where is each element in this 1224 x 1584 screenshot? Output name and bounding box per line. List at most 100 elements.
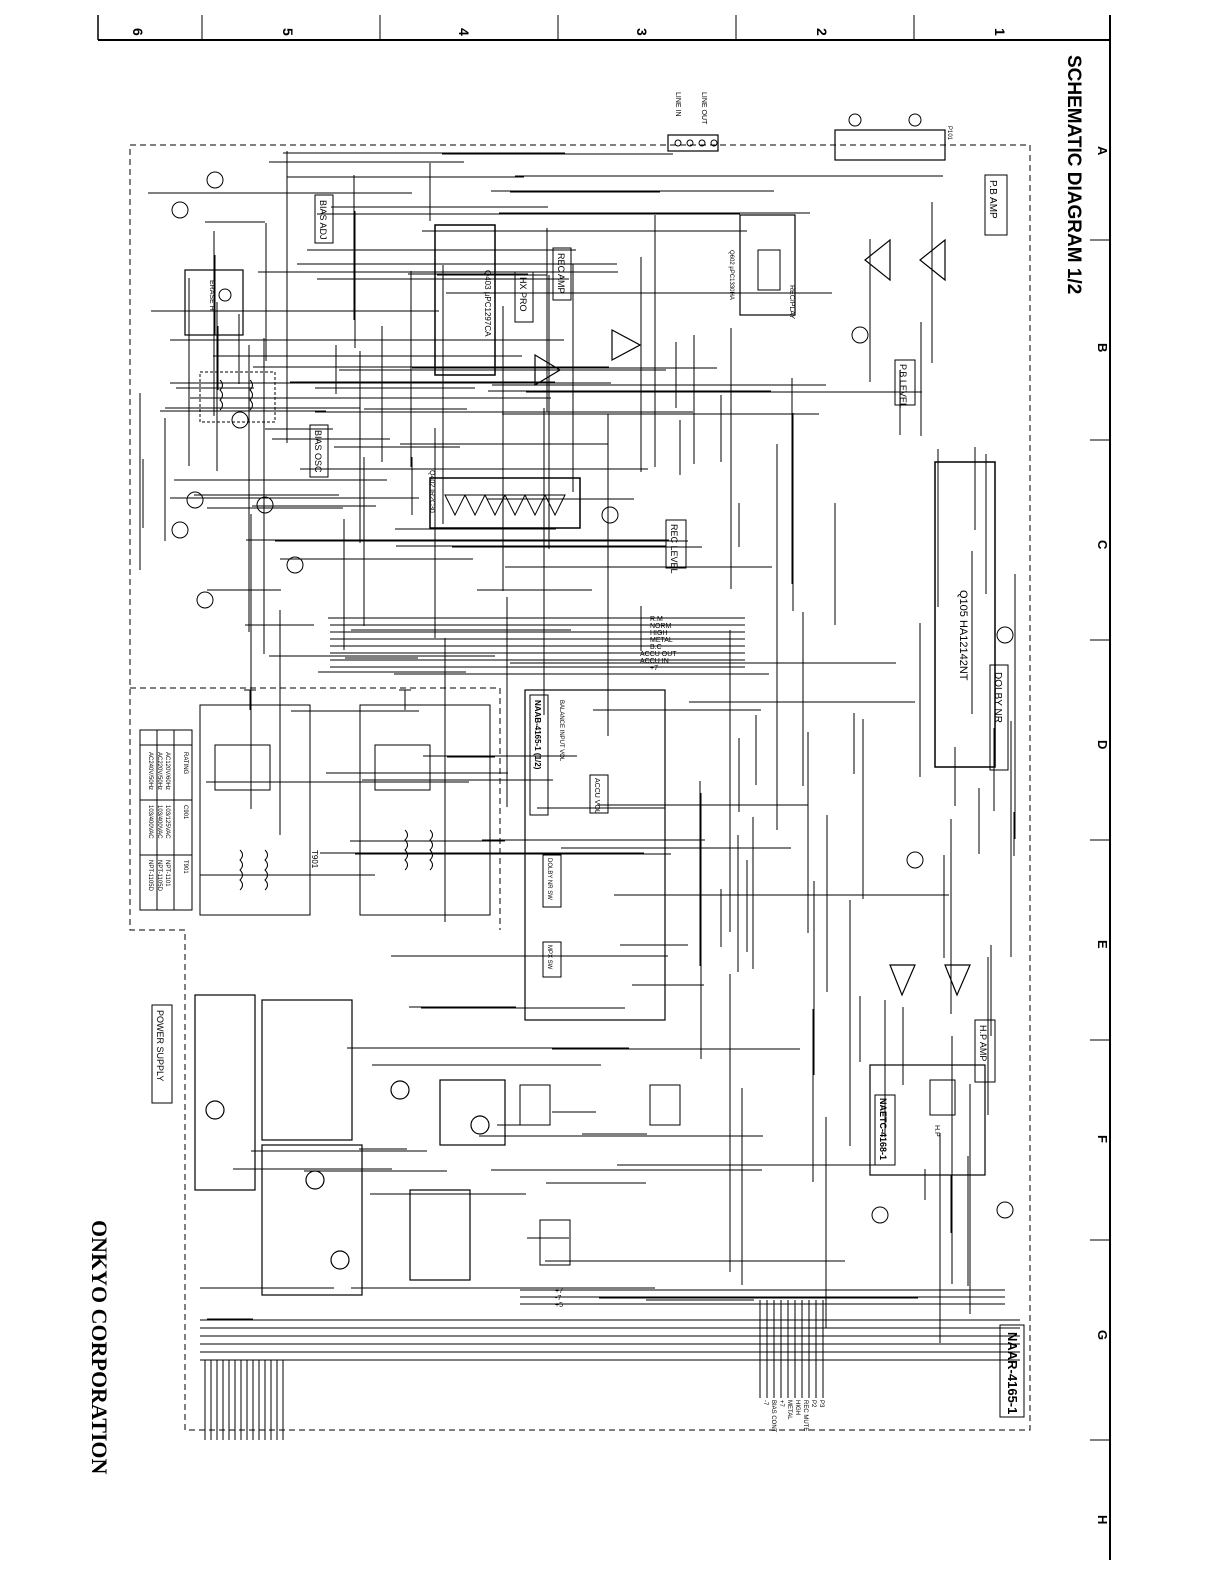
- bus-label-plus7: +7: [650, 665, 658, 672]
- signal-bus: [200, 617, 1020, 1361]
- row-label-f: F: [1095, 1135, 1110, 1143]
- rating-row3-t901: NPT-1105D: [147, 860, 153, 892]
- rec-amp-label-box: REC AMP: [552, 247, 572, 301]
- bus-label-plus7-b: +7: [555, 1288, 563, 1295]
- row-label-b: B: [1095, 343, 1110, 352]
- col-label-3: 3: [634, 28, 650, 36]
- bus-labels: R.M NORM HIGH METAL B.C ACCU OUT ACCU IN…: [555, 616, 677, 1309]
- rec-opamps: [534, 328, 642, 387]
- bus-label-accu-out: ACCU OUT: [640, 651, 677, 658]
- hp-opamps: [889, 964, 971, 997]
- bus-label-bc: B.C: [650, 644, 662, 651]
- wiring-traces: [139, 151, 1016, 1440]
- col-label-2: 2: [814, 28, 830, 36]
- out-pin-metal: METAL: [786, 1400, 792, 1420]
- pb-amp-label-box: P.B AMP: [984, 174, 1008, 236]
- row-label-h: H: [1095, 1515, 1110, 1524]
- pb-amp-label: P.B AMP: [987, 180, 998, 219]
- hx-ic-label: Q403 µPC1297CA: [483, 270, 492, 337]
- hx-pro-label: HX PRO: [518, 277, 528, 312]
- line-in-label: LINE IN: [674, 92, 681, 117]
- rating-row2-c901: 103/400VAC: [156, 805, 162, 839]
- bias-transistors: [171, 171, 304, 609]
- output-pins: P3 P2 REC MUTE BIAS CONT HIGH METAL +7 -…: [762, 1400, 824, 1433]
- bus-label-plus5: +5: [555, 1302, 563, 1309]
- row-label-g: G: [1095, 1330, 1110, 1340]
- rating-row1-t901: NPT-1101: [164, 860, 170, 887]
- rating-header-c901: C901: [182, 805, 188, 820]
- power-supply-blocks: [194, 994, 506, 1296]
- erase-head: ERASE H: [184, 269, 244, 336]
- line-connector: LINE IN LINE OUT: [667, 92, 719, 152]
- hx-pro-ic: Q403 µPC1297CA: [434, 224, 496, 376]
- bias-adj-label-box: BIAS ADJ: [314, 194, 334, 244]
- head-connector: P101: [834, 113, 952, 161]
- dolby-sw-label: DOLBY NR SW: [546, 858, 552, 900]
- row-label-a: A: [1095, 146, 1110, 156]
- bus-label-high: HIGH: [650, 630, 668, 637]
- pb-level-box: P.B LEVEL: [894, 359, 916, 408]
- col-label-4: 4: [456, 28, 472, 36]
- power-supply-label: POWER SUPPLY: [155, 1010, 165, 1081]
- bias-osc-label-box: BIAS OSC: [309, 424, 329, 478]
- out-pin-minus7: -7: [762, 1400, 768, 1406]
- row-label-c: C: [1095, 540, 1110, 550]
- bus-label-rm: R.M: [650, 616, 663, 623]
- bias-adj-label: BIAS ADJ: [318, 200, 328, 240]
- hp-board-label: NAETC-4168-1: [878, 1098, 888, 1160]
- mute-transistors: [601, 326, 1014, 1224]
- pb-level-label: P.B LEVEL: [898, 364, 908, 408]
- transformer-a: [359, 704, 491, 916]
- bus-label-minus7: -7: [555, 1295, 561, 1302]
- hx-pro-label-box: HX PRO: [514, 271, 534, 323]
- rec-ic-q402: Q402 IR2C30: [428, 470, 581, 529]
- board-outline: [129, 144, 1031, 1431]
- pb-opamps: [864, 238, 946, 282]
- row-label-e: E: [1095, 940, 1110, 949]
- col-label-1: 1: [992, 28, 1008, 36]
- grid-column-labels: 6 5 4 3 2 1: [130, 28, 1008, 36]
- drawing-number: NAAR-4165-1: [1005, 1332, 1020, 1414]
- p101-label: P101: [946, 126, 952, 141]
- rating-header-rating: RATING: [182, 752, 188, 775]
- hp-jack-label: H.P: [933, 1125, 940, 1137]
- bias-transformer: [199, 371, 276, 423]
- dolby-nr-ic: Q105 HA12142NT: [934, 461, 996, 768]
- balance-vol-label: BALANCE INPUT VOL: [558, 700, 564, 762]
- dolby-nr-label-box: DOLBY NR: [989, 664, 1009, 771]
- row-label-d: D: [1095, 740, 1110, 749]
- out-pin-p3: P3: [818, 1400, 824, 1408]
- bus-label-accu-in: ACCU IN: [640, 658, 669, 665]
- rating-row3-rating: AC240V/50Hz: [147, 752, 153, 790]
- dolby-ic-label: Q105 HA12142NT: [957, 590, 969, 681]
- line-out-label: LINE OUT: [700, 92, 707, 125]
- t901-label: T901: [310, 850, 319, 869]
- grid-frame: [97, 15, 1111, 1560]
- rating-row1-rating: AC120V/60Hz: [164, 752, 170, 790]
- grid-row-labels: A B C D E F G H: [1095, 146, 1110, 1524]
- rec-level-label: REC LEVEL: [669, 524, 679, 574]
- erase-head-label: ERASE H: [208, 280, 215, 311]
- out-pin-high: HIGH: [794, 1400, 800, 1415]
- rating-table: RATING C901 T901 AC120V/60Hz 103/125VAC …: [139, 729, 193, 911]
- rec-ic-label: Q402 IR2C30: [428, 470, 435, 513]
- col-label-6: 6: [130, 28, 146, 36]
- out-pin-rec-mute: REC MUTE: [802, 1400, 808, 1431]
- mpx-sw-label: MPX SW: [546, 945, 552, 970]
- company-name: ONKYO CORPORATION: [87, 1220, 112, 1475]
- hp-amp-label: H.P AMP: [978, 1025, 988, 1061]
- accu-vol-label: ACCU VOL: [593, 778, 600, 814]
- dolby-nr-label: DOLBY NR: [992, 672, 1003, 723]
- bias-osc-label: BIAS OSC: [313, 430, 323, 473]
- bus-label-metal: METAL: [650, 637, 673, 644]
- q602-label: Q602 µPC1330HA: [728, 250, 734, 300]
- bus-label-norm: NORM: [650, 623, 672, 630]
- rec-play-label: REC/PLAY: [788, 285, 795, 319]
- rating-row3-c901: 103/400VAC: [147, 805, 153, 839]
- balance-board: NAAB-4165-1 (1/2) BALANCE INPUT VOL ACCU…: [524, 689, 666, 1021]
- rating-row2-rating: AC220V/50Hz: [156, 752, 162, 790]
- rating-row2-t901: NPT-1105D: [156, 860, 162, 892]
- rec-play-block: REC/PLAY Q602 µPC1330HA: [728, 214, 796, 319]
- balance-board-label: NAAB-4165-1 (1/2): [533, 700, 542, 770]
